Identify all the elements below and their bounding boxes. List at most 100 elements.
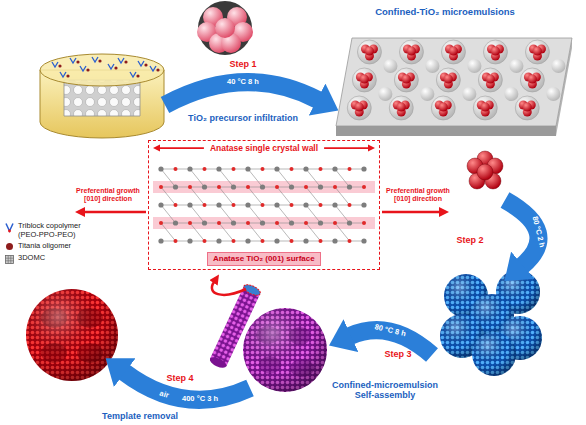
lattice-atom — [362, 221, 366, 225]
lattice-bond — [248, 223, 263, 241]
nanorod — [208, 283, 262, 370]
lattice-atom — [274, 202, 279, 207]
lattice-atom — [303, 166, 308, 171]
lattice-atom — [274, 238, 279, 243]
lattice-atom — [260, 184, 265, 189]
lattice-atom — [187, 202, 192, 207]
template-sphere — [383, 59, 397, 73]
process-label: TiO₂ precursor infiltration — [188, 113, 298, 123]
microemulsion-cluster — [467, 151, 503, 189]
lattice-atom — [261, 239, 265, 243]
lattice-atom — [216, 238, 221, 243]
lattice-atom — [318, 184, 323, 189]
lattice-atom — [202, 220, 207, 225]
3domc-membrane — [336, 38, 572, 136]
legend-row: Triblock copolymer (PEO-PPO-PEO) — [4, 222, 96, 239]
surface-highlight — [153, 217, 375, 229]
lattice-atom — [362, 185, 366, 189]
lattice-bond — [248, 205, 263, 223]
lattice-bond — [335, 187, 350, 205]
lattice-bond — [277, 169, 292, 187]
confined-cluster — [435, 101, 452, 117]
template-sphere — [504, 87, 518, 101]
oligomer-dot — [156, 68, 159, 71]
lattice-atom — [289, 184, 294, 189]
lattice-atom — [188, 221, 192, 225]
step-label: Step 3 — [384, 349, 411, 359]
lattice-atom — [188, 185, 192, 189]
lattice-atom — [158, 166, 163, 171]
lattice-atom — [173, 184, 178, 189]
lattice-bond — [219, 223, 234, 241]
oligomer-dot — [66, 74, 69, 77]
wall-arrowhead — [153, 145, 160, 152]
lattice-atom — [319, 167, 323, 171]
lattice-bond — [277, 205, 292, 223]
confined-cluster — [529, 45, 546, 61]
lattice-atom — [319, 239, 323, 243]
condition-label: 400 °C 3 h — [182, 395, 218, 404]
confined-cluster — [519, 101, 536, 117]
lattice-atom — [260, 220, 265, 225]
lattice-atom — [232, 239, 236, 243]
lattice-atom — [159, 185, 163, 189]
stage-label: Confined-microemulsion Self-assembly — [322, 380, 448, 401]
template-pore — [347, 96, 371, 120]
oligomer-dot — [144, 63, 147, 66]
copolymer-molecule — [52, 62, 58, 67]
template-pore — [473, 96, 497, 120]
confined-cluster — [403, 45, 420, 61]
lattice-atom — [261, 167, 265, 171]
template-pore — [525, 40, 549, 64]
lattice-atom — [274, 166, 279, 171]
lattice-bond — [335, 205, 350, 223]
legend-text: Titania oligomer — [18, 242, 71, 251]
lattice-atom — [332, 166, 337, 171]
template-sphere — [378, 87, 392, 101]
wall-arrowhead — [368, 145, 375, 152]
lattice-atom — [290, 239, 294, 243]
lattice-atom — [246, 221, 250, 225]
template-pore — [399, 40, 423, 64]
lattice-bond — [277, 187, 292, 205]
lattice-atom — [217, 221, 221, 225]
lattice-atom — [348, 239, 352, 243]
surface-band: Anatase TiO₂ (001) surface — [207, 252, 321, 266]
growth-label: Preferential growth [010] direction — [70, 187, 146, 203]
lattice-bond — [190, 223, 205, 241]
lattice-atom — [304, 185, 308, 189]
lattice-atom — [217, 185, 221, 189]
copolymer-molecule — [60, 72, 66, 77]
template-pore — [441, 40, 465, 64]
lattice-atom — [203, 239, 207, 243]
condition-label: air — [158, 390, 169, 401]
lattice-atom — [290, 167, 294, 171]
confined-cluster — [440, 73, 457, 89]
template-pore — [515, 96, 539, 120]
lattice-bond — [190, 187, 205, 205]
template-pore — [352, 68, 376, 92]
lattice-atom — [158, 202, 163, 207]
lattice-atom — [303, 202, 308, 207]
legend-text: 3DOMC — [18, 254, 45, 263]
template-sphere — [462, 87, 476, 101]
process-label: Template removal — [102, 411, 178, 421]
confined-cluster — [393, 101, 410, 117]
legend-swatch — [6, 243, 13, 250]
lattice-atom — [332, 238, 337, 243]
lattice-bond — [306, 223, 321, 241]
lattice-atom — [231, 220, 236, 225]
blue-microemulsion-cluster — [440, 270, 542, 376]
lattice-bond — [248, 169, 263, 187]
lattice-atom — [187, 238, 192, 243]
lattice-atom — [303, 238, 308, 243]
lattice-atom — [216, 166, 221, 171]
template-sphere — [425, 59, 439, 73]
lattice-bond — [161, 223, 176, 241]
oligomer-dot — [58, 64, 61, 67]
condition-label: 40 °C 8 h — [227, 78, 259, 87]
lattice-atom — [187, 166, 192, 171]
lattice-atom — [348, 203, 352, 207]
wall-arrow — [159, 147, 204, 149]
